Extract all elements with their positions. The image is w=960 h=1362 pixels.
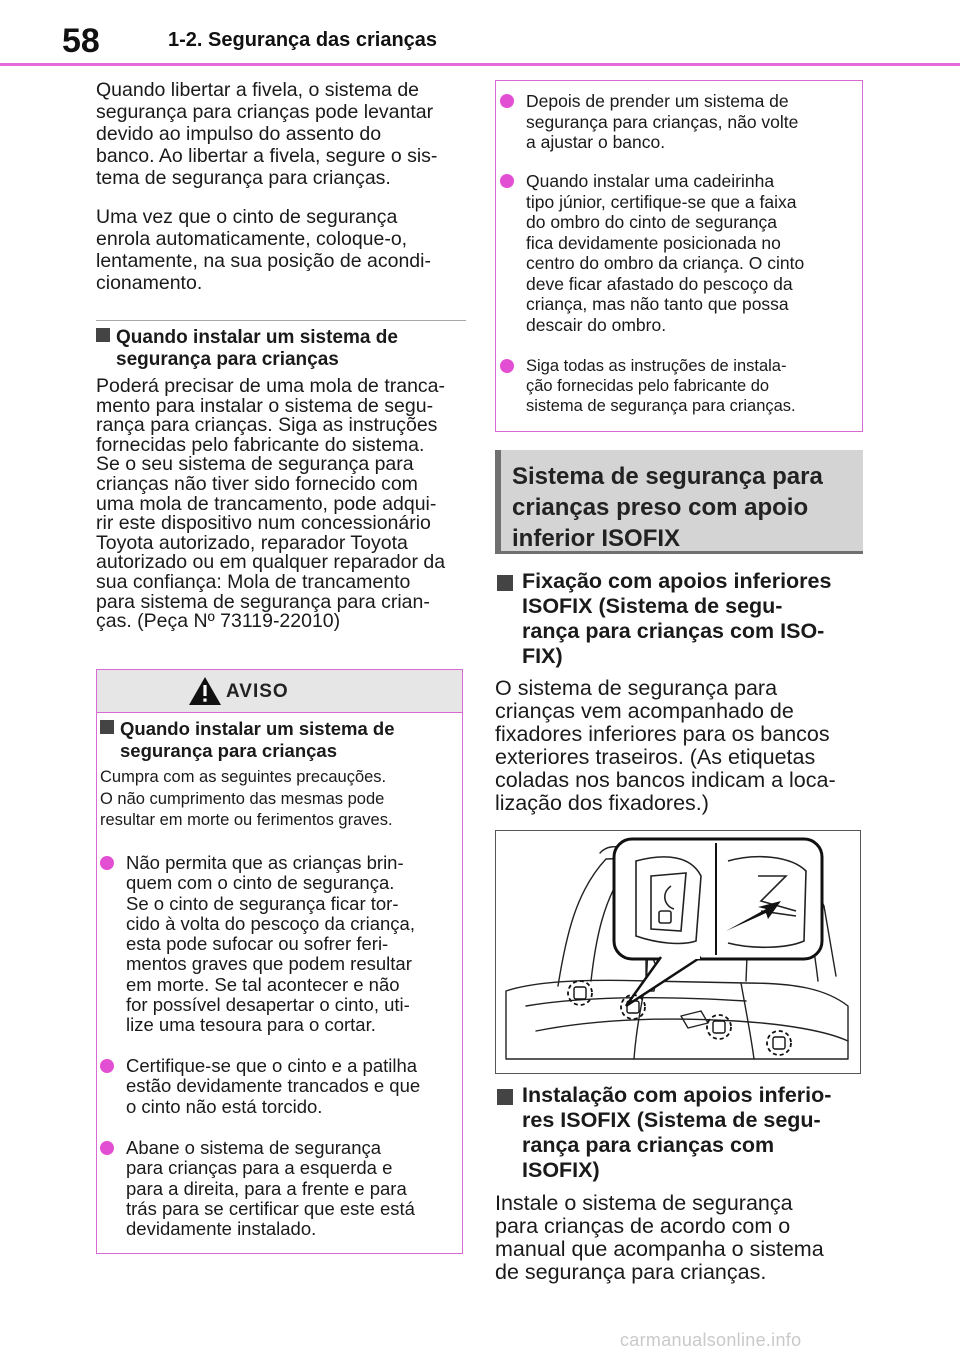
watermark: carmanualsonline.info (620, 1330, 802, 1350)
subheading-isofix-installation: Instalação com apoios inferio-res ISOFIX… (497, 1083, 867, 1183)
bullet-dot-icon (100, 856, 114, 870)
warning-box (96, 669, 463, 1254)
note-bullet-3: Siga todas as instruções de instala-ção … (500, 356, 858, 422)
square-bullet-icon (100, 720, 114, 734)
rear-seat-isofix-drawing (505, 837, 849, 1060)
warning-intro: Cumpra com as seguintes precauções.O não… (100, 768, 393, 829)
isofix-illustration (495, 830, 861, 1074)
square-bullet-icon (96, 328, 110, 342)
bullet-dot-icon (100, 1141, 114, 1155)
warning-bullet-1: Não permita que as crianças brin-quem co… (100, 852, 460, 1043)
bullet-dot-icon (100, 1059, 114, 1073)
warning-title: AVISO (226, 681, 289, 702)
bullet-dot-icon (500, 94, 514, 108)
paragraph-locking-clip: Poderá precisar de uma mola de tranca-me… (96, 375, 446, 633)
square-bullet-icon (497, 1089, 513, 1105)
section-heading-box (495, 450, 863, 554)
section-rule (96, 320, 466, 321)
header-divider (0, 63, 960, 66)
warning-header (97, 670, 462, 713)
warning-triangle-icon (189, 677, 221, 705)
notes-box (495, 80, 863, 432)
bullet-dot-icon (500, 359, 514, 373)
section-header-title: 1-2. Segurança das crianças (168, 29, 438, 51)
bullet-dot-icon (500, 174, 514, 188)
square-bullet-icon (497, 575, 513, 591)
page-number: 58 (62, 22, 100, 60)
